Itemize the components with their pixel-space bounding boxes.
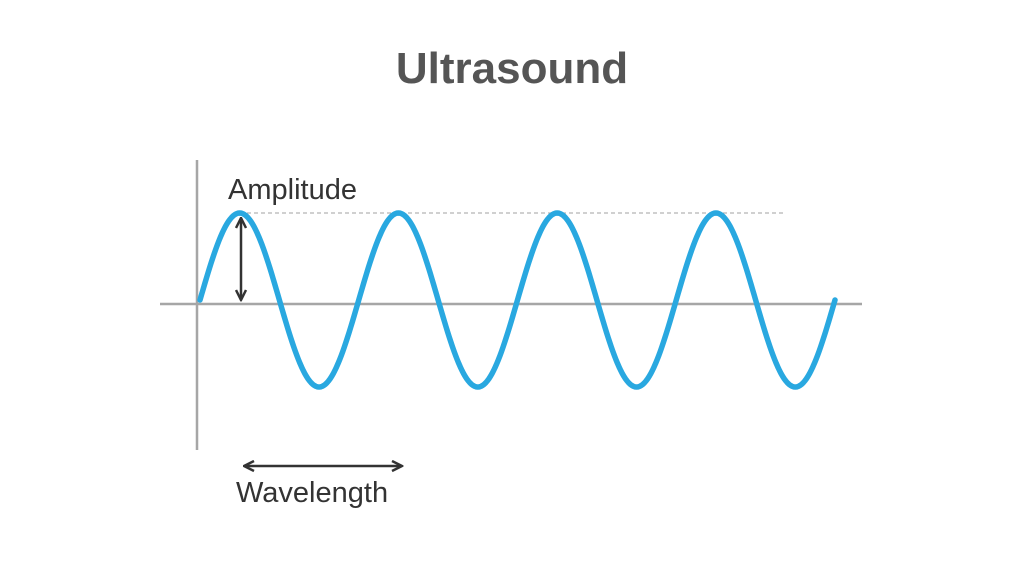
diagram-title: Ultrasound <box>395 44 629 93</box>
amplitude-label: Amplitude <box>228 174 357 206</box>
wavelength-label: Wavelength <box>236 477 389 509</box>
sine-wave <box>197 210 838 390</box>
